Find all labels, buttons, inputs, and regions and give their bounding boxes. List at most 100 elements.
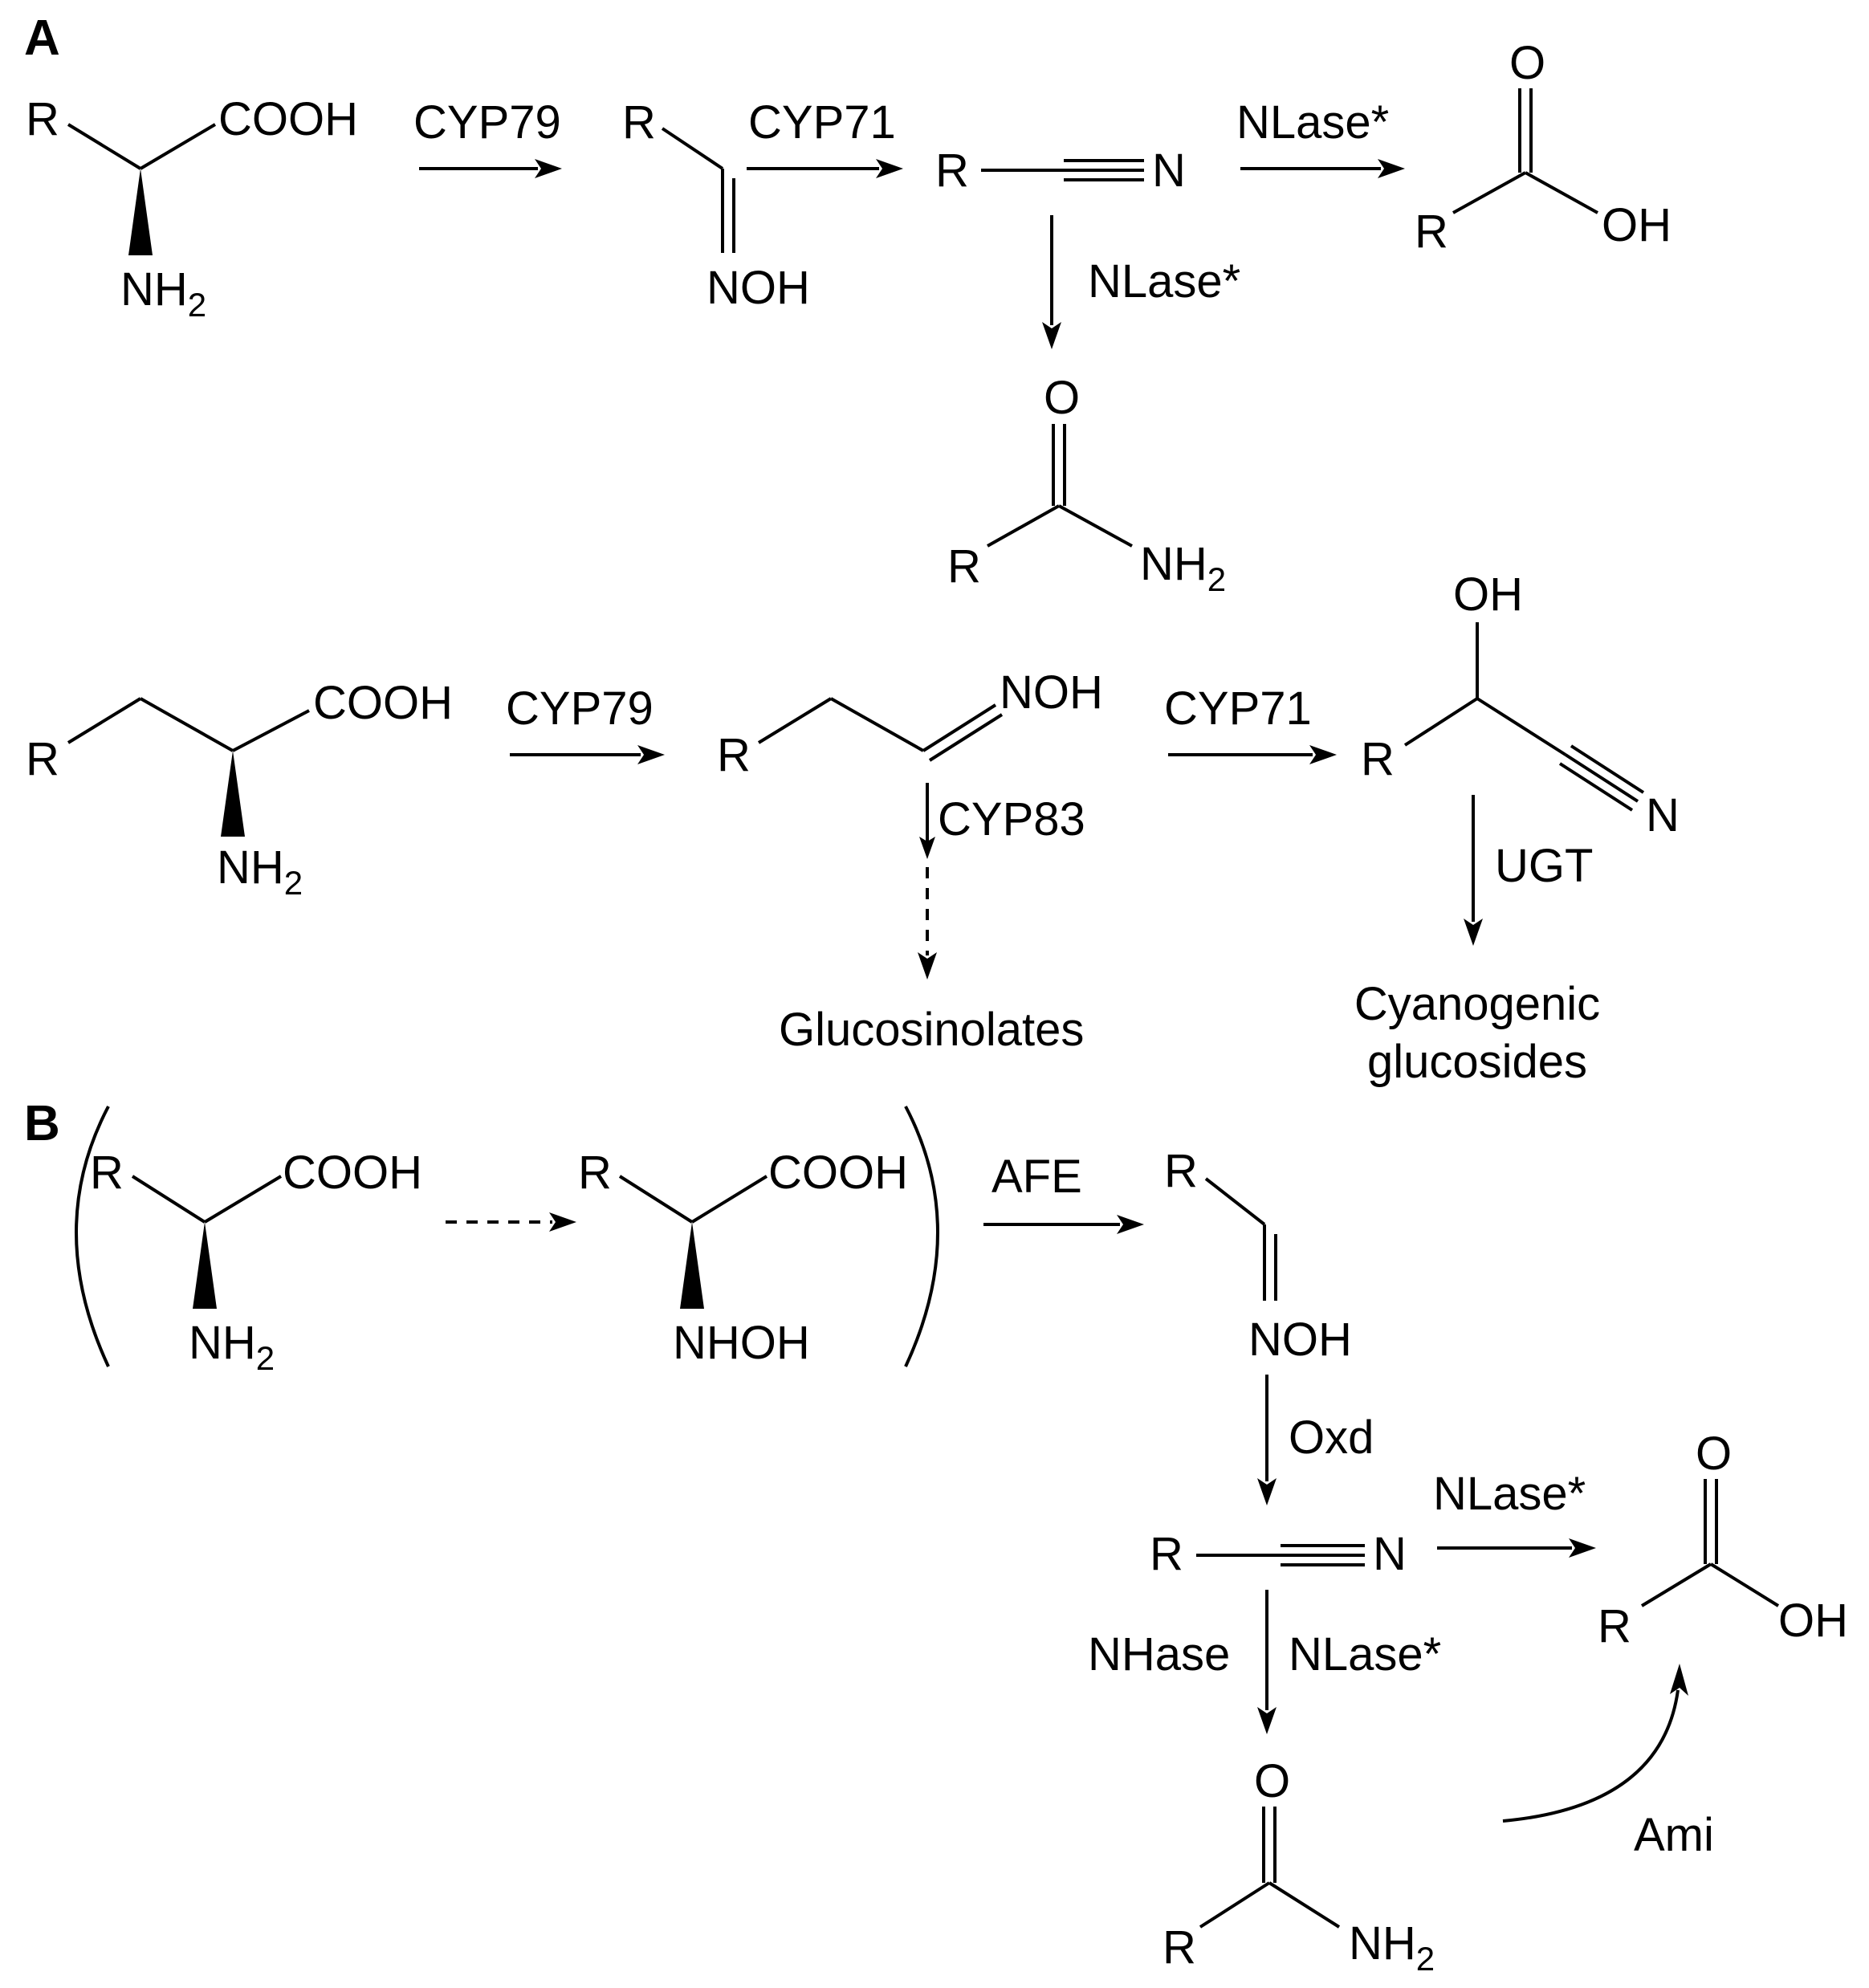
product-cyanogenic-line2: glucosides [1367,1036,1587,1088]
arrow-head [1257,1478,1277,1505]
a2-arrow-cyp71: CYP71 [1164,682,1337,764]
product-glucosinolates: Glucosinolates [779,1004,1084,1056]
right-parenthesis [904,1106,939,1367]
a2-cyanohydrin: OH R N [1361,568,1680,841]
arrow-head [918,952,937,980]
bond [690,1175,768,1224]
atom-r: R [90,1147,124,1199]
bond [1476,697,1567,756]
a-arrow-cyp71: CYP71 [747,96,903,178]
atom-o: O [1509,37,1545,89]
atom-r: R [947,540,981,593]
a-carboxylic-acid: O R OH [1415,37,1672,258]
arrow-head [876,159,903,178]
atom-o: O [1696,1428,1732,1480]
atom-noh: NOH [706,262,810,314]
atom-r: R [1163,1921,1196,1974]
atom-r: R [1415,206,1448,258]
enzyme-cyp79: CYP79 [506,682,654,735]
triple-bond [1570,744,1645,794]
atom-nh2: NH2 [217,841,303,902]
enzyme-cyp71: CYP71 [748,96,896,149]
arrow-head [535,159,562,178]
a-amino-acid: R COOH NH2 [26,93,358,324]
arrow-head [549,1212,576,1232]
triple-bond [1558,762,1634,812]
wedge-bond [193,1222,217,1309]
arrow-head [1569,1538,1596,1558]
b-aldoxime: R NOH [1164,1145,1352,1366]
a2-arrow-cyp79: CYP79 [506,682,665,764]
atom-oh: OH [1778,1595,1848,1647]
bond [67,697,142,744]
atom-cooh: COOH [218,93,358,145]
bond [1204,1177,1266,1226]
b-amino-acid: R COOH NH2 [90,1147,422,1377]
enzyme-cyp71: CYP71 [1164,682,1312,735]
atom-n: N [1152,145,1186,197]
atom-n: N [1646,789,1680,841]
a2-arrow-cyp83: CYP83 [918,783,1085,980]
a-arrow-nlase-amide: NLase* [1042,215,1240,349]
atom-r: R [717,729,751,781]
enzyme-nlase: NLase* [1088,255,1240,308]
atom-r: R [1598,1600,1631,1652]
enzyme-oxd: Oxd [1289,1412,1374,1464]
bond [1452,171,1526,214]
bond [757,697,833,744]
b-arrow-nlase-acid: NLase* [1433,1468,1596,1558]
arrow-head [1309,745,1337,764]
a-arrow-nlase-acid: NLase* [1236,96,1405,178]
arrow-head [637,745,665,764]
bond [232,709,310,752]
curved-arrow-line [1502,1689,1680,1823]
bond [1199,1881,1271,1929]
arrow-head [1464,919,1483,946]
arrow-head [1378,159,1405,178]
atom-noh: NOH [1000,666,1103,719]
b-nitrile: R N [1150,1528,1407,1580]
double-bond [922,703,997,752]
left-parenthesis [75,1106,110,1367]
atom-r: R [578,1147,612,1199]
arrow-head [919,837,935,859]
bond [203,1175,283,1224]
atom-oh: OH [1602,199,1672,251]
bond [140,697,234,752]
a2-arrow-ugt: UGT [1464,795,1593,946]
b-n-hydroxy-amino-acid: R COOH NHOH [578,1147,908,1369]
atom-r: R [26,93,59,145]
bond [1525,171,1598,214]
a-arrow-cyp79: CYP79 [413,96,562,178]
a2-aldoxime: R NOH [717,666,1103,781]
b-arrow-afe: AFE [983,1151,1144,1234]
bond [618,1175,694,1224]
atom-nhoh: NHOH [673,1317,810,1369]
b-arrow-ami: Ami [1502,1664,1714,1861]
product-cyanogenic-line1: Cyanogenic [1354,978,1600,1030]
bond [1403,697,1479,747]
panel-a-label: A [24,10,60,66]
b-carboxylic-acid: O R OH [1598,1428,1848,1652]
enzyme-ami: Ami [1634,1809,1714,1861]
double-bond [928,713,1004,762]
atom-nh2: NH2 [189,1317,275,1377]
bond [1709,1562,1780,1607]
enzyme-cyp83: CYP83 [938,793,1085,845]
atom-r: R [622,96,656,149]
atom-nh2: NH2 [1349,1917,1435,1978]
bond [661,127,724,170]
enzyme-nlase: NLase* [1236,96,1389,149]
bond [139,123,217,170]
enzyme-nhase: NHase [1088,1628,1230,1680]
arrow-head [1117,1215,1144,1234]
a-nitrile: R N [935,145,1186,197]
atom-r: R [935,145,969,197]
atom-r: R [1150,1528,1183,1580]
atom-r: R [26,733,59,785]
enzyme-nlase: NLase* [1289,1628,1441,1680]
atom-nh2: NH2 [1140,538,1226,598]
a-aldoxime: R NOH [622,96,810,314]
wedge-bond [128,169,153,255]
